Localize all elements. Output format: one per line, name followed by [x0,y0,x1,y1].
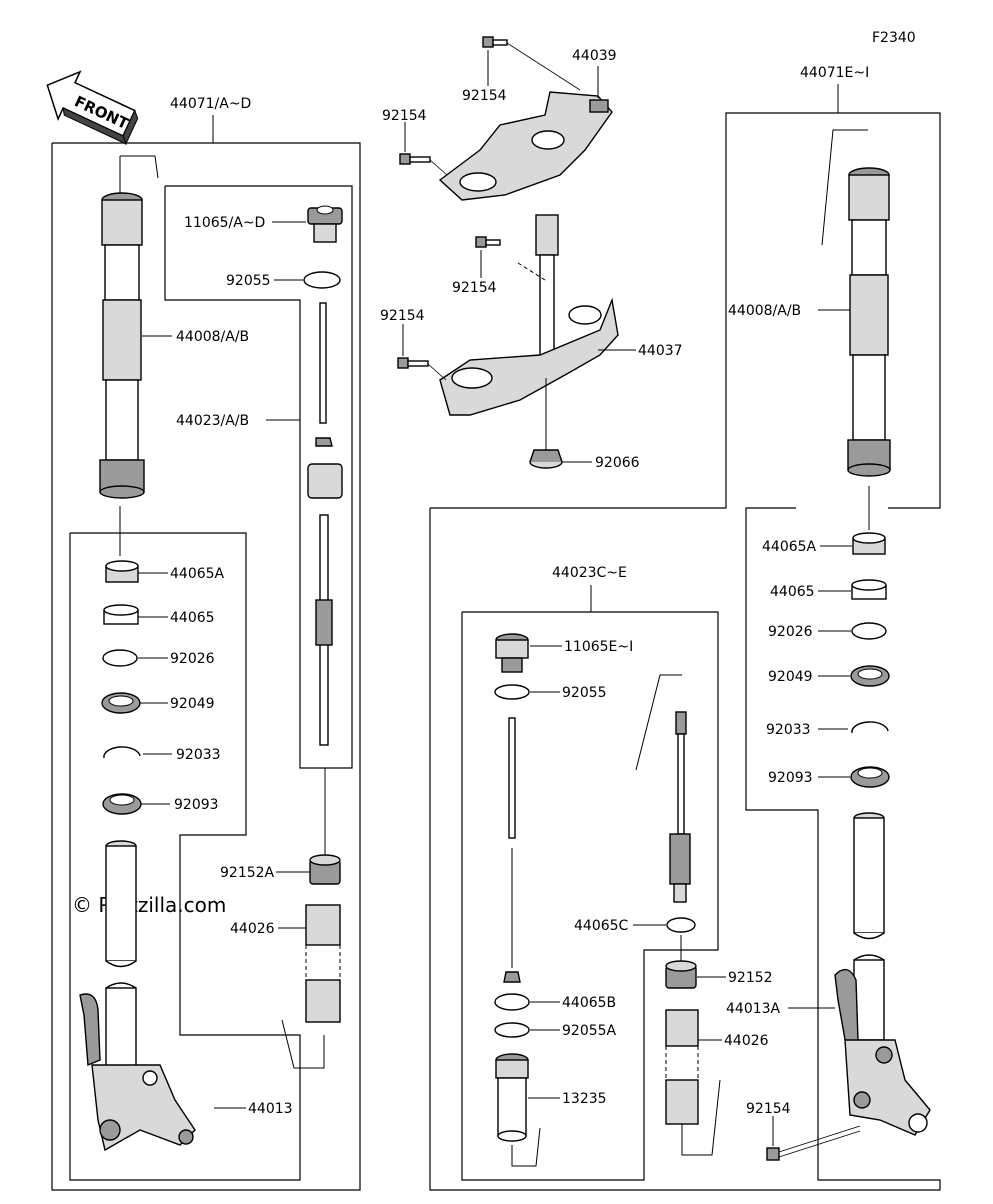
center-bushing-c [666,917,696,933]
left-nut [309,854,341,885]
label-steering-stem: 44037 [638,343,683,359]
center-rod-nut [503,971,521,983]
center-bushing-b [494,993,530,1011]
upper-bolt-b [399,153,448,176]
center-label-nut: 92152 [728,970,773,986]
right-circlip [851,721,889,734]
left-label-washer: 92026 [170,651,215,667]
left-spring [305,904,341,1023]
center-label-bushing-c: 44065C [574,918,629,934]
left-washer [102,649,138,667]
center-fork-cap [495,633,529,673]
left-label-outer-tube: 44008/A/B [176,329,249,345]
steering-stem [439,214,619,416]
left-label-bushing-a: 44065A [170,566,225,582]
left-label-nut: 92152A [220,865,275,881]
right-assembly-label: 44071E~I [800,65,869,81]
right-bushing [851,579,887,600]
left-label-circlip: 92033 [176,747,221,763]
center-oring-a [494,1022,530,1038]
center-spring [665,1009,699,1125]
right-label-dust-seal: 92093 [768,770,813,786]
diagram-code: F2340 [872,30,916,46]
upper-bracket [438,91,613,201]
right-label-outer-tube: 44008/A/B [728,303,801,319]
right-inner-tube [834,812,931,1136]
left-circlip [103,746,141,759]
center-label-cap: 11065E~I [564,639,633,655]
left-label-dust-seal: 92093 [174,797,219,813]
label-cartridge-assembly: 44023C~E [552,565,627,581]
left-fork-assembly: 44071/A~D 44008/A/B [51,96,361,1191]
left-oring [303,271,341,289]
left-label-oil-seal: 92049 [170,696,215,712]
center-oring [494,684,530,700]
left-label-bushing: 44065 [170,610,215,626]
right-label-bolt: 92154 [746,1101,791,1117]
left-cartridge-rod [307,302,343,746]
right-label-bushing: 44065 [770,584,815,600]
left-bushing [103,604,139,625]
right-dust-seal [850,766,890,788]
left-outer-tube [99,155,159,499]
center-label-oring-a: 92055A [562,1023,617,1039]
right-bushing-a [852,532,886,555]
label-bolt-upper-b: 92154 [382,108,427,124]
center-damper-rod [669,711,691,903]
watermark: © Partzilla.com [72,893,226,917]
left-label-inner-tube: 44013 [248,1101,293,1117]
lower-bolt-b [397,357,447,381]
center-label-spring: 44026 [724,1033,769,1049]
label-upper-bracket: 44039 [572,48,617,64]
left-bushing-a [105,560,139,583]
front-arrow-icon: FRONT [46,70,139,146]
left-label-oring: 92055 [226,273,271,289]
right-fork-assembly: 44071E~I 44008/A/B 44065A 44065 [726,65,931,1161]
right-label-bushing-a: 44065A [762,539,817,555]
right-bolt [766,1125,861,1161]
upper-bolt-a [482,36,581,91]
left-label-cartridge: 44023/A/B [176,413,249,429]
center-nut [665,960,697,989]
left-assembly-label: 44071/A~D [170,96,251,112]
left-fork-cap [307,205,343,243]
center-label-oring: 92055 [562,685,607,701]
left-inner-tube [79,840,196,1152]
center-label-spacer: 13235 [562,1091,607,1107]
right-outer-tube [821,129,891,477]
right-label-circlip: 92033 [766,722,811,738]
label-bolt-upper-a: 92154 [462,88,507,104]
right-label-oil-seal: 92049 [768,669,813,685]
label-bolt-lower-a: 92154 [452,280,497,296]
left-label-cap: 11065/A~D [184,215,265,231]
right-label-inner-tube: 44013A [726,1001,781,1017]
center-label-bushing-b: 44065B [562,995,616,1011]
left-dust-seal [102,793,142,815]
center-spacer [495,1053,529,1142]
left-label-spring: 44026 [230,921,275,937]
center-cartridge-assembly: 44023C~E 11065E~I 92055 44065C [429,112,941,1191]
left-oil-seal [101,692,141,714]
right-washer [851,622,887,640]
center-rod [508,717,516,839]
steering-clamps: 44039 92154 92154 44037 [380,36,683,471]
right-oil-seal [850,665,890,687]
label-stem-cap: 92066 [595,455,640,471]
right-label-washer: 92026 [768,624,813,640]
stem-cap [529,378,563,469]
lower-bolt-a [475,236,501,248]
label-bolt-lower-b: 92154 [380,308,425,324]
